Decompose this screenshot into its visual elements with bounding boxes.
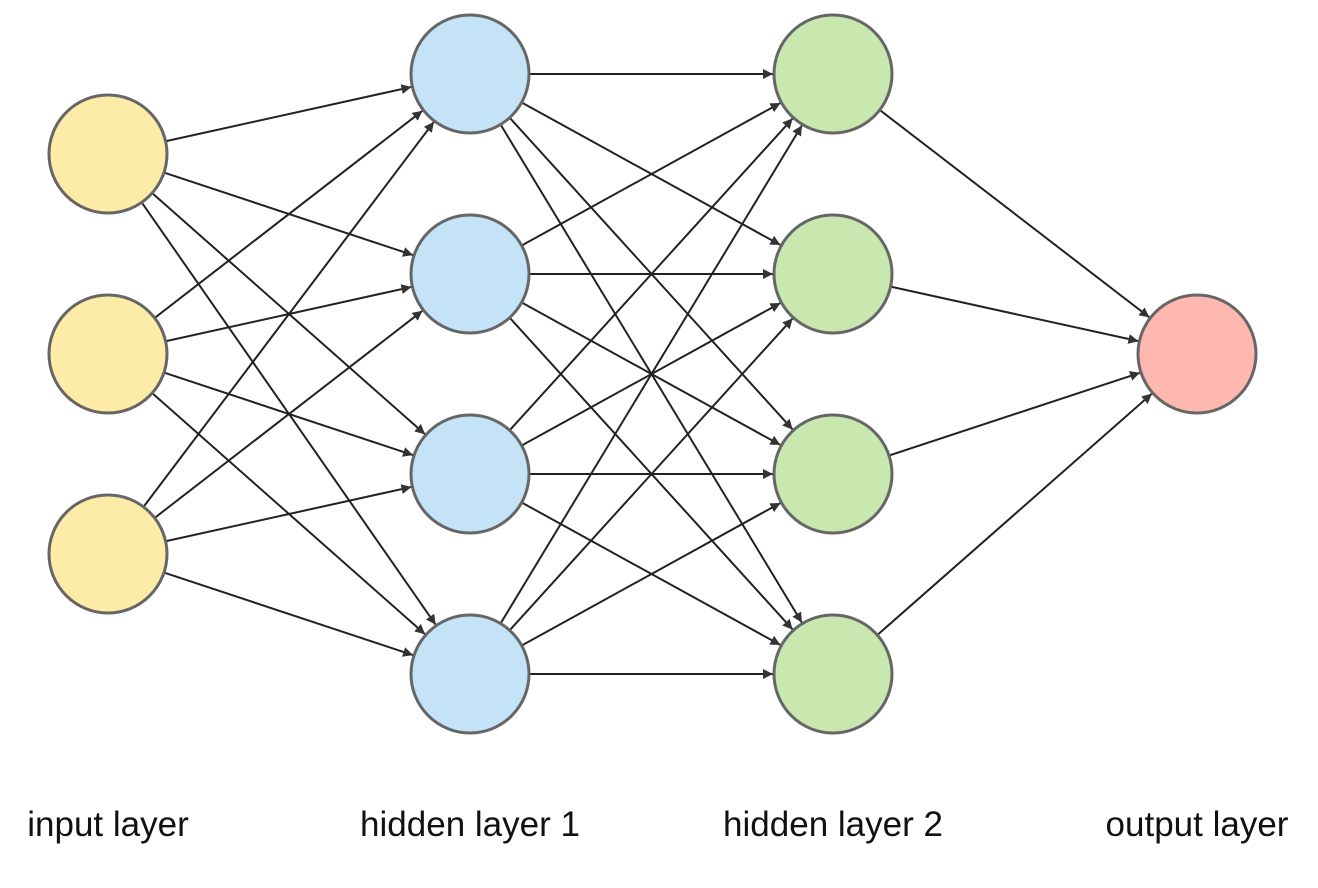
input-node-1 [47,93,169,215]
output-layer-label: output layer [1105,805,1289,844]
connection-hidden2-3-to-output-1 [888,371,1141,457]
nodes-group [47,13,1258,735]
hidden1-node-3 [409,413,531,535]
connection-hidden2-1-to-output-1 [879,109,1151,319]
hidden2-node-3 [772,413,894,535]
connection-input-3-to-hidden1-1 [142,121,435,508]
connection-hidden1-4-to-hidden2-1 [499,124,803,625]
connection-hidden1-3-to-hidden2-1 [508,117,794,431]
hidden-layer-2-label: hidden layer 2 [723,805,943,844]
connection-hidden1-4-to-hidden2-3 [521,502,781,647]
connection-input-2-to-hidden1-1 [154,109,424,319]
hidden1-node-2 [409,213,531,335]
hidden-layer-1-label: hidden layer 1 [360,805,580,844]
connection-input-3-to-hidden1-4 [163,571,414,657]
output-node-1 [1136,293,1258,415]
connection-input-3-to-hidden1-2 [154,309,424,519]
input-node-3 [47,493,169,615]
hidden2-node-1 [772,13,894,135]
hidden1-node-1 [409,13,531,135]
input-layer-label: input layer [27,805,189,844]
hidden1-node-4 [409,613,531,735]
hidden2-node-4 [772,613,894,735]
hidden2-node-2 [772,213,894,335]
connection-hidden2-4-to-output-1 [876,392,1153,636]
connection-input-1-to-hidden1-1 [165,84,412,143]
connection-hidden1-2-to-hidden2-1 [521,102,781,247]
input-node-2 [47,293,169,415]
connection-hidden1-4-to-hidden2-2 [508,317,794,631]
connection-hidden2-2-to-output-1 [890,285,1139,344]
connection-input-3-to-hidden1-3 [165,484,412,543]
connections-group [140,69,1153,679]
